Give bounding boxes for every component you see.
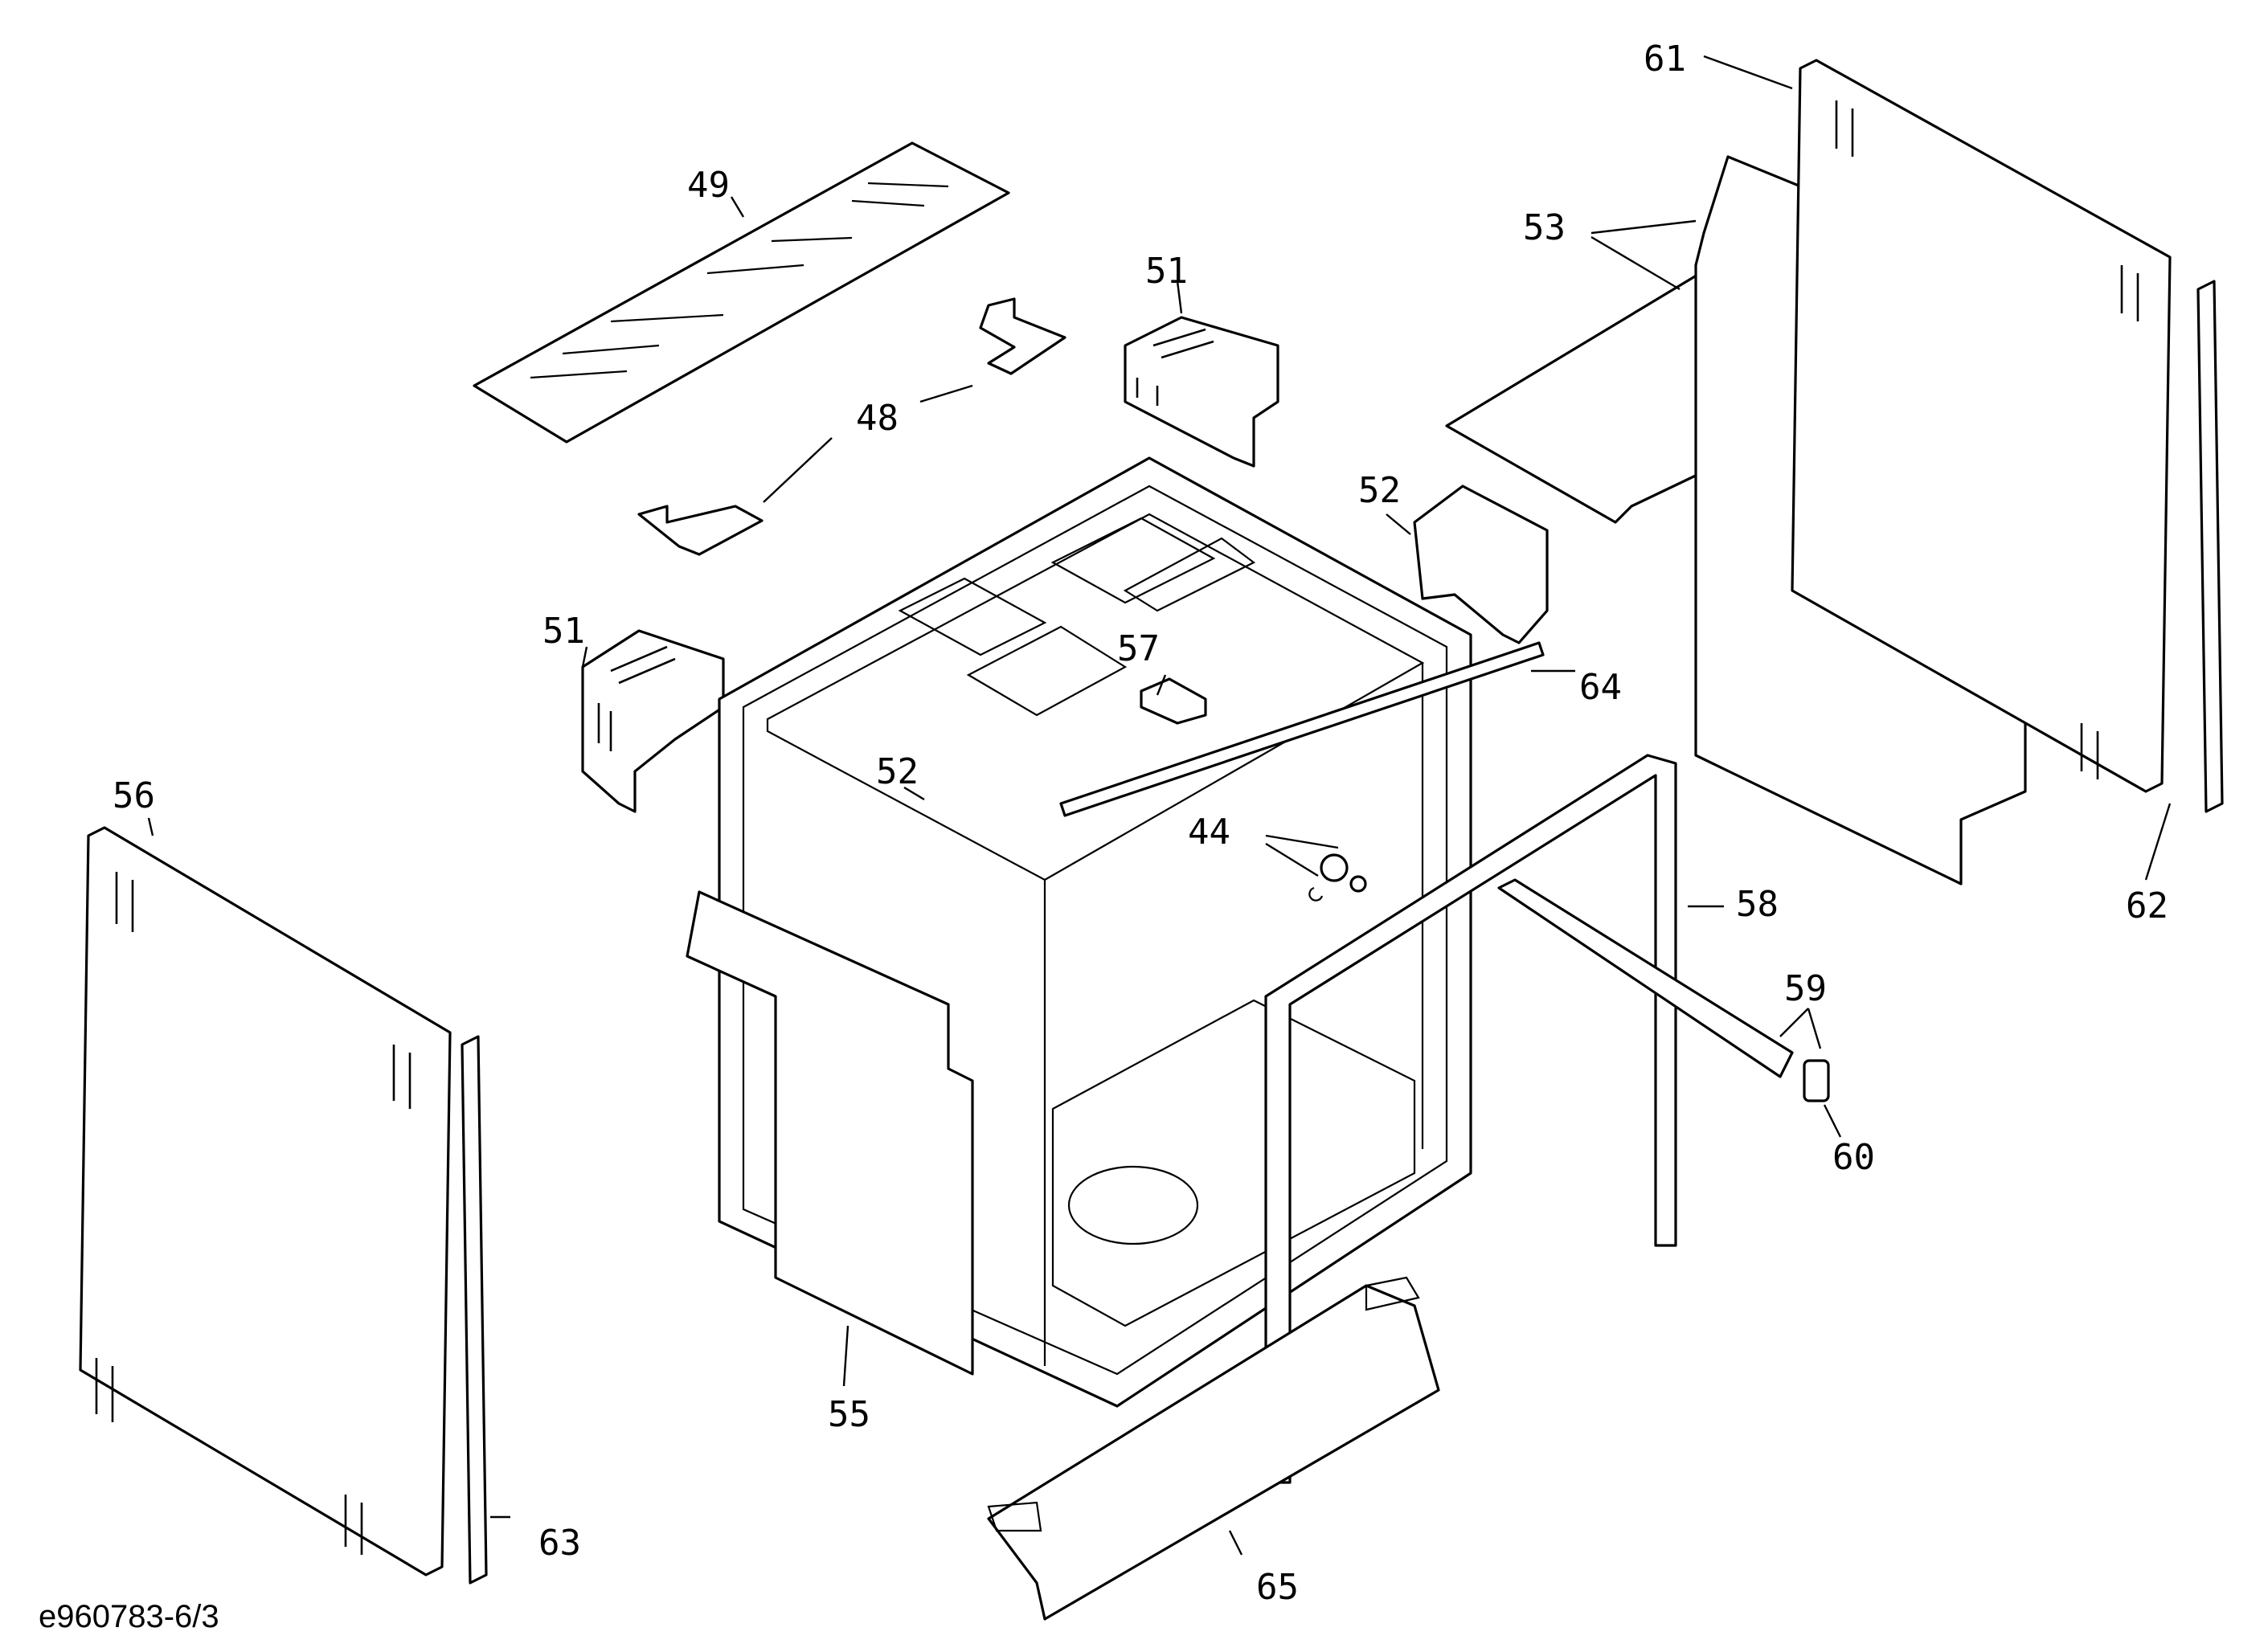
part-57-clip [1140,677,1207,725]
callout-51-upper: 51 [1145,251,1188,292]
part-56-side-panel-left [79,826,452,1576]
callout-57: 57 [1117,628,1160,669]
callout-52-right: 52 [1358,470,1401,511]
part-49-insulation-sheet [473,141,1010,444]
callout-60: 60 [1832,1137,1875,1178]
callout-61: 61 [1644,39,1686,80]
callout-58: 58 [1736,884,1779,925]
part-63-strip-left [461,1035,488,1585]
part-61-side-panel-right [1791,59,2172,793]
part-48-bracket-lower [637,505,764,556]
callout-64: 64 [1579,667,1622,708]
drawing-code: e960783-6/3 [39,1599,219,1634]
callout-65: 65 [1256,1567,1299,1608]
callout-labels: 49 48 51 51 52 52 53 57 64 44 56 58 59 6… [39,39,2168,1634]
callout-44: 44 [1188,812,1230,853]
part-62-strip-right [2196,280,2224,813]
callout-59: 59 [1784,968,1827,1009]
part-51-hinge-lower [581,629,725,813]
callout-62: 62 [2126,885,2168,926]
part-55-front-panel [686,890,974,1376]
part-44-bushings [1308,853,1367,902]
callout-53: 53 [1523,207,1566,248]
part-48-bracket-upper [979,297,1066,375]
callout-52-left: 52 [876,751,919,792]
callout-55: 55 [828,1394,870,1435]
callout-51-lower: 51 [542,611,585,652]
part-64-rail [1059,641,1545,817]
callout-49: 49 [687,165,730,206]
part-59-crossbar [1497,878,1794,1078]
callout-56: 56 [113,775,155,816]
part-58-seal-frame [1264,754,1677,1484]
part-51-hinge-upper [1124,316,1279,468]
part-52-cover-right [1413,485,1549,644]
part-60-end-cap [1803,1059,1830,1102]
part-65-plinth [987,1276,1440,1621]
callout-48: 48 [856,398,899,439]
callout-63: 63 [538,1523,581,1564]
leader-lines [147,55,2172,1556]
